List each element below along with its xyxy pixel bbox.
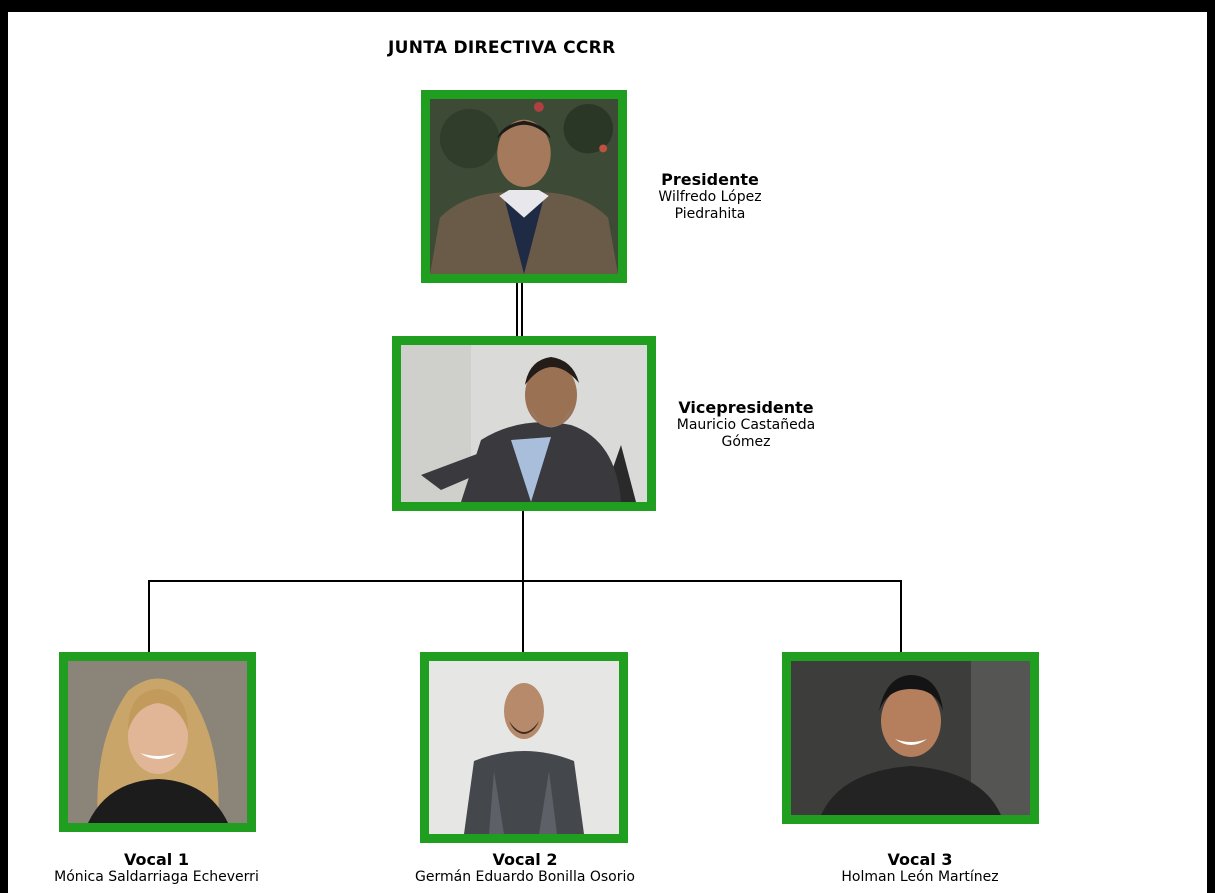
connector-president-vp-left	[516, 282, 518, 338]
vocal3-label: Vocal 3 Holman León Martínez	[800, 850, 1040, 886]
vocal3-role: Vocal 3	[887, 850, 953, 869]
vocal2-label: Vocal 2 Germán Eduardo Bonilla Osorio	[375, 850, 675, 886]
vicepresident-label: Vicepresidente Mauricio Castañeda Gómez	[656, 398, 836, 451]
vicepresident-name-line1: Mauricio Castañeda	[676, 417, 816, 433]
page-title: JUNTA DIRECTIVA CCRR	[388, 38, 616, 58]
president-label: Presidente Wilfredo López Piedrahita	[640, 170, 780, 223]
president-name-line1: Wilfredo López	[658, 189, 762, 205]
connector-president-vp-right	[521, 282, 523, 338]
vocal2-name: Germán Eduardo Bonilla Osorio	[415, 869, 635, 885]
president-role: Presidente	[661, 170, 759, 189]
vocal1-photo	[59, 652, 256, 832]
vicepresident-role: Vicepresidente	[678, 398, 814, 417]
vocal2-role: Vocal 2	[492, 850, 558, 869]
vocal1-label: Vocal 1 Mónica Saldarriaga Echeverri	[14, 850, 299, 886]
vicepresident-name-line2: Gómez	[721, 434, 771, 450]
vocal3-photo	[782, 652, 1039, 824]
vocal3-name: Holman León Martínez	[841, 869, 999, 885]
president-photo	[421, 90, 627, 283]
vocal1-name: Mónica Saldarriaga Echeverri	[54, 869, 259, 885]
vocal2-photo	[420, 652, 628, 843]
connector-vocal1	[148, 580, 150, 654]
vocal1-role: Vocal 1	[124, 850, 189, 869]
vicepresident-photo	[392, 336, 656, 511]
connector-vocal3	[900, 580, 902, 654]
connector-horizontal	[148, 580, 902, 582]
connector-vp-down	[522, 510, 524, 655]
president-name-line2: Piedrahita	[674, 206, 746, 222]
